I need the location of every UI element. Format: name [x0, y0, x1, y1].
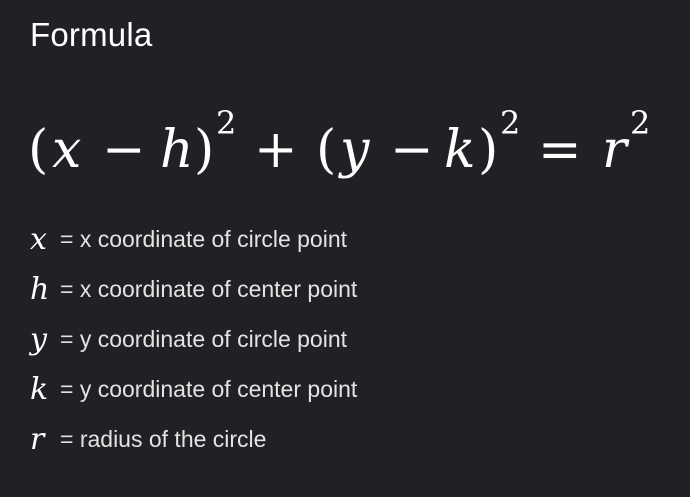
definition-symbol: r	[30, 421, 45, 457]
exponent-3: 2	[630, 104, 650, 142]
equation-var-x: x	[52, 120, 81, 180]
variable-definitions: x = x coordinate of circle point h = x c…	[30, 214, 357, 464]
definition-symbol: x	[30, 221, 47, 257]
definition-symbol: k	[30, 371, 49, 407]
plus-sign: +	[254, 120, 298, 180]
exponent-2: 2	[500, 104, 520, 142]
equation-svg: ( x − h ) 2 + ( y − k ) 2 = r 2	[28, 104, 650, 180]
equation-var-h: h	[160, 120, 194, 180]
equation-var-r: r	[602, 120, 630, 180]
definition-row: h = x coordinate of center point	[30, 264, 357, 314]
definition-text: = y coordinate of center point	[60, 375, 358, 402]
definition-row: k = y coordinate of center point	[30, 364, 357, 414]
definition-text: = x coordinate of center point	[60, 275, 358, 302]
definition-text: = y coordinate of circle point	[60, 325, 348, 352]
definition-text: = radius of the circle	[60, 425, 267, 452]
equation-var-y: y	[338, 120, 370, 180]
definition-symbol: h	[30, 271, 50, 307]
open-paren-2: (	[316, 120, 336, 180]
definition-symbol: y	[30, 321, 47, 357]
open-paren-1: (	[28, 120, 48, 180]
section-heading: Formula	[30, 16, 153, 53]
definition-row: y = y coordinate of circle point	[30, 314, 357, 364]
equals-sign: =	[538, 120, 582, 180]
minus-sign-2: −	[390, 120, 434, 180]
close-paren-1: )	[194, 120, 214, 180]
equation-var-k: k	[444, 120, 476, 180]
minus-sign-1: −	[102, 120, 146, 180]
close-paren-2: )	[478, 120, 498, 180]
definition-text: = x coordinate of circle point	[60, 225, 348, 252]
definition-row: x = x coordinate of circle point	[30, 214, 357, 264]
definition-row: r = radius of the circle	[30, 414, 357, 464]
exponent-1: 2	[216, 104, 236, 142]
circle-equation: ( x − h ) 2 + ( y − k ) 2 = r 2	[24, 92, 664, 202]
